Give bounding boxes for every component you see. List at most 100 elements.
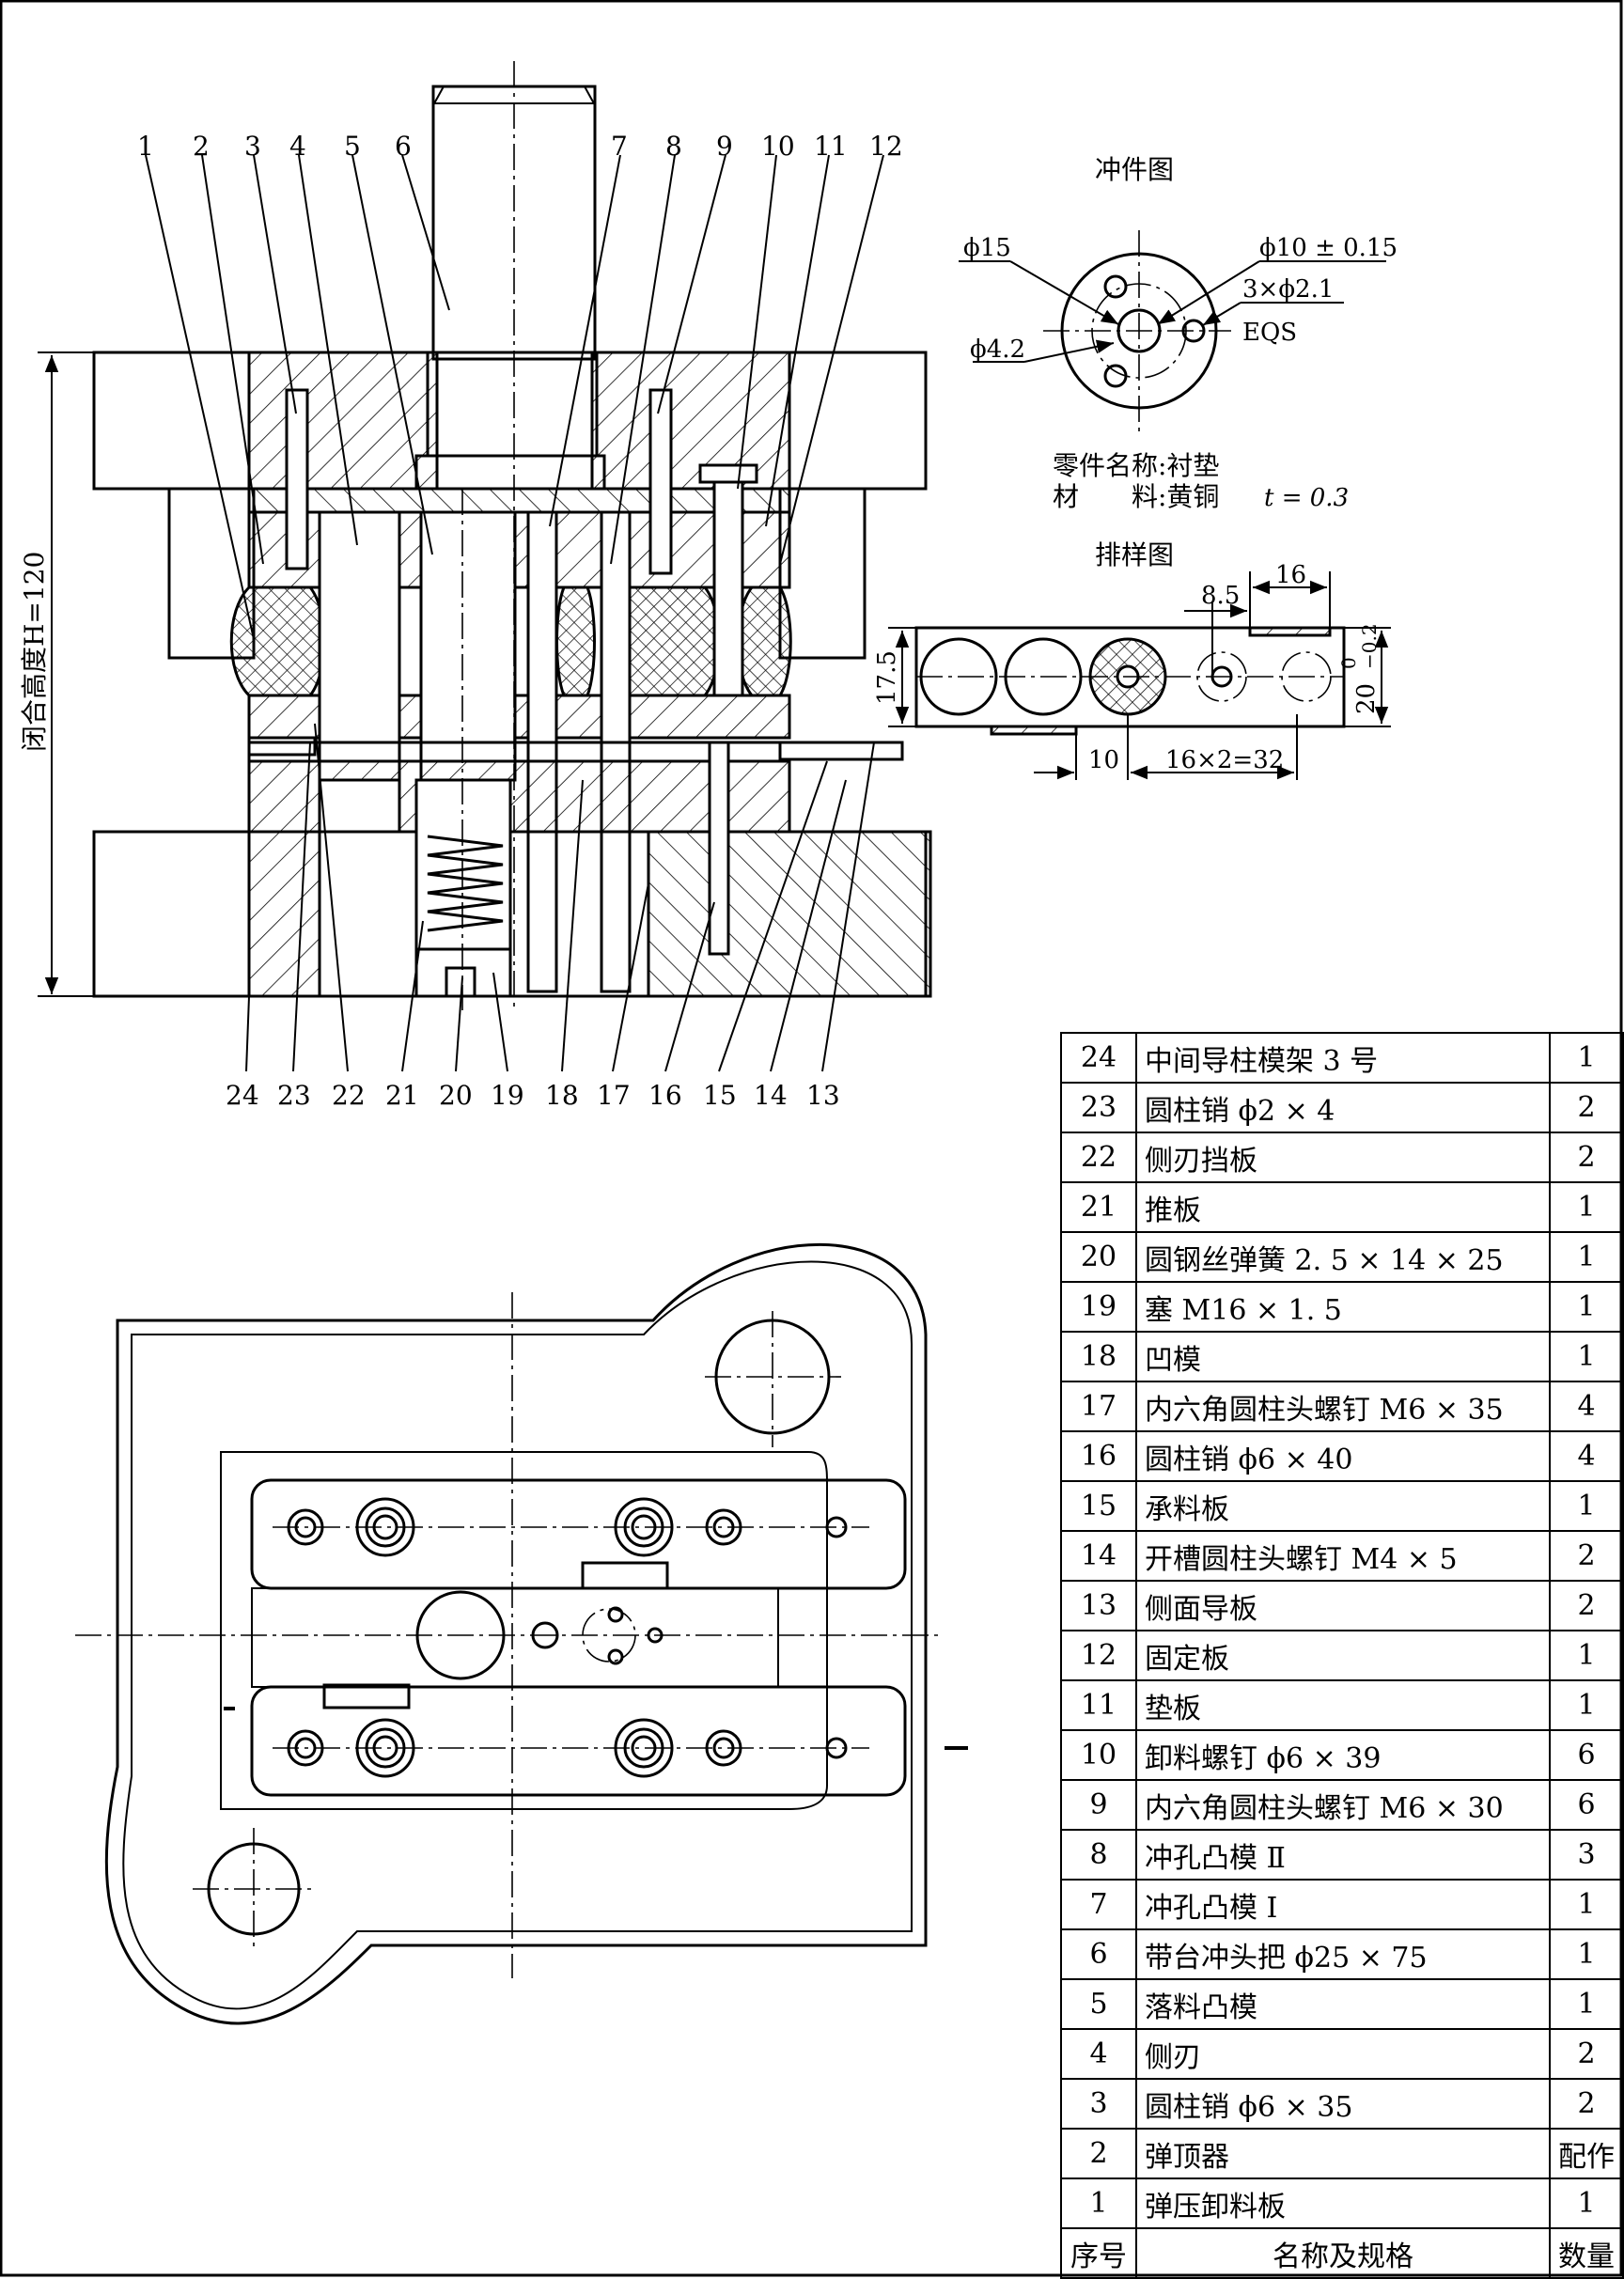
bom-item-number: 11: [1060, 1679, 1137, 1731]
bom-item-number: 19: [1060, 1281, 1137, 1333]
dim-d42: ϕ4.2: [970, 336, 1025, 364]
bom-header-name: 名称及规格: [1135, 2227, 1551, 2279]
side-guide-upper: [250, 1478, 907, 1590]
bom-item-name: 弹压卸料板: [1135, 2178, 1551, 2229]
bom-item-quantity: 1: [1549, 1679, 1624, 1731]
bom-item-name: 内六角圆柱头螺钉 M6 × 35: [1135, 1381, 1551, 1432]
section-view: 闭合高度H=120: [19, 61, 932, 1010]
rubber-block: [736, 585, 792, 697]
die-set-outline: [104, 1242, 928, 2025]
bom-item-name: 圆柱销 ϕ2 × 4: [1135, 1082, 1551, 1133]
bom-item-number: 13: [1060, 1580, 1137, 1631]
callout-2: 2: [193, 131, 210, 162]
bom-item-number: 2: [1060, 2128, 1137, 2179]
bom-item-quantity: 2: [1549, 1530, 1624, 1582]
callout-18: 18: [545, 1080, 579, 1111]
bom-item-number: 17: [1060, 1381, 1137, 1432]
bom-item-name: 落料凸模: [1135, 1978, 1551, 2030]
dim-10: 10: [1088, 746, 1119, 774]
callout-5: 5: [344, 131, 361, 162]
bom-header-number: 序号: [1060, 2227, 1137, 2279]
bom-item-name: 卸料螺钉 ϕ6 × 39: [1135, 1729, 1551, 1781]
strip-layout-title: 排样图: [1095, 539, 1174, 570]
bom-item-name: 圆钢丝弹簧 2. 5 × 14 × 25: [1135, 1231, 1551, 1283]
bom-item-quantity: 1: [1549, 1480, 1624, 1532]
top-callouts: 1 2 3 4 5 6 7 8 9 10 11 12: [137, 131, 903, 162]
backing-plate: [247, 487, 791, 514]
dim-tol-lower: −0.2: [1358, 623, 1381, 669]
bom-item-name: 冲孔凸模 Ⅱ: [1135, 1829, 1551, 1881]
piercing-punch: [526, 510, 558, 993]
bom-item-name: 侧刃: [1135, 2028, 1551, 2080]
bom-item-number: 22: [1060, 1132, 1137, 1183]
callout-1: 1: [137, 131, 154, 162]
callout-20: 20: [439, 1080, 473, 1111]
part-thickness: t = 0.3: [1264, 484, 1349, 512]
strip-layout: 排样图 17.5 20 0 −0.2 16 8.5 10: [873, 539, 1391, 780]
bom-item-number: 1: [1060, 2178, 1137, 2229]
bom-item-number: 7: [1060, 1879, 1137, 1930]
closed-height-label: 闭合高度H=120: [19, 552, 50, 752]
dim-holes: 3×ϕ2.1: [1242, 275, 1334, 304]
bom-item-name: 侧面导板: [1135, 1580, 1551, 1631]
bom-item-name: 冲孔凸模 Ⅰ: [1135, 1879, 1551, 1930]
bom-item-quantity: 2: [1549, 2078, 1624, 2130]
part-drawing-title: 冲件图: [1095, 154, 1174, 185]
part-material: 材 料:黄铜: [1053, 481, 1219, 512]
bom-item-number: 24: [1060, 1032, 1137, 1084]
dim-eqs: EQS: [1242, 319, 1297, 347]
callout-22: 22: [332, 1080, 366, 1111]
callout-24: 24: [226, 1080, 259, 1111]
bom-item-name: 凹模: [1135, 1331, 1551, 1382]
bom-header-row: 序号名称及规格数量: [1060, 2227, 1624, 2279]
bottom-callouts: 24 23 22 21 20 19 18 17 16 15 14 13: [226, 1080, 840, 1111]
dim-d15: ϕ15: [963, 234, 1011, 262]
plan-view: [75, 1242, 968, 2025]
bom-item-quantity: 1: [1549, 1181, 1624, 1233]
bom-item-quantity: 4: [1549, 1381, 1624, 1432]
callout-21: 21: [385, 1080, 419, 1111]
callout-7: 7: [611, 131, 628, 162]
callout-12: 12: [869, 131, 903, 162]
part-name: 零件名称:衬垫: [1053, 450, 1219, 481]
blanking-punch: [419, 510, 517, 782]
bom-item-quantity: 1: [1549, 1331, 1624, 1382]
bom-item-quantity: 6: [1549, 1779, 1624, 1831]
bom-item-name: 推板: [1135, 1181, 1551, 1233]
dim-pitch: 16×2=32: [1165, 746, 1284, 774]
bom-item-number: 20: [1060, 1231, 1137, 1283]
bom-item-quantity: 1: [1549, 1978, 1624, 2030]
bom-header-quantity: 数量: [1549, 2227, 1624, 2279]
bom-item-number: 14: [1060, 1530, 1137, 1582]
dim-85: 8.5: [1201, 582, 1240, 610]
dim-d10: ϕ10 ± 0.15: [1259, 234, 1398, 262]
bom-item-name: 弹顶器: [1135, 2128, 1551, 2179]
bom-item-number: 10: [1060, 1729, 1137, 1781]
bom-item-name: 中间导柱模架 3 号: [1135, 1032, 1551, 1084]
bom-item-number: 15: [1060, 1480, 1137, 1532]
callout-19: 19: [491, 1080, 524, 1111]
bom-item-quantity: 2: [1549, 1580, 1624, 1631]
callout-14: 14: [754, 1080, 788, 1111]
bom-item-number: 6: [1060, 1928, 1137, 1980]
bom-item-quantity: 1: [1549, 1928, 1624, 1980]
bom-item-name: 承料板: [1135, 1480, 1551, 1532]
part-drawing: 冲件图 ϕ15 ϕ10 ± 0.15 3×ϕ2.1 EQS ϕ4.2 零件名称:…: [959, 154, 1398, 512]
callout-8: 8: [665, 131, 682, 162]
bom-item-quantity: 3: [1549, 1829, 1624, 1881]
